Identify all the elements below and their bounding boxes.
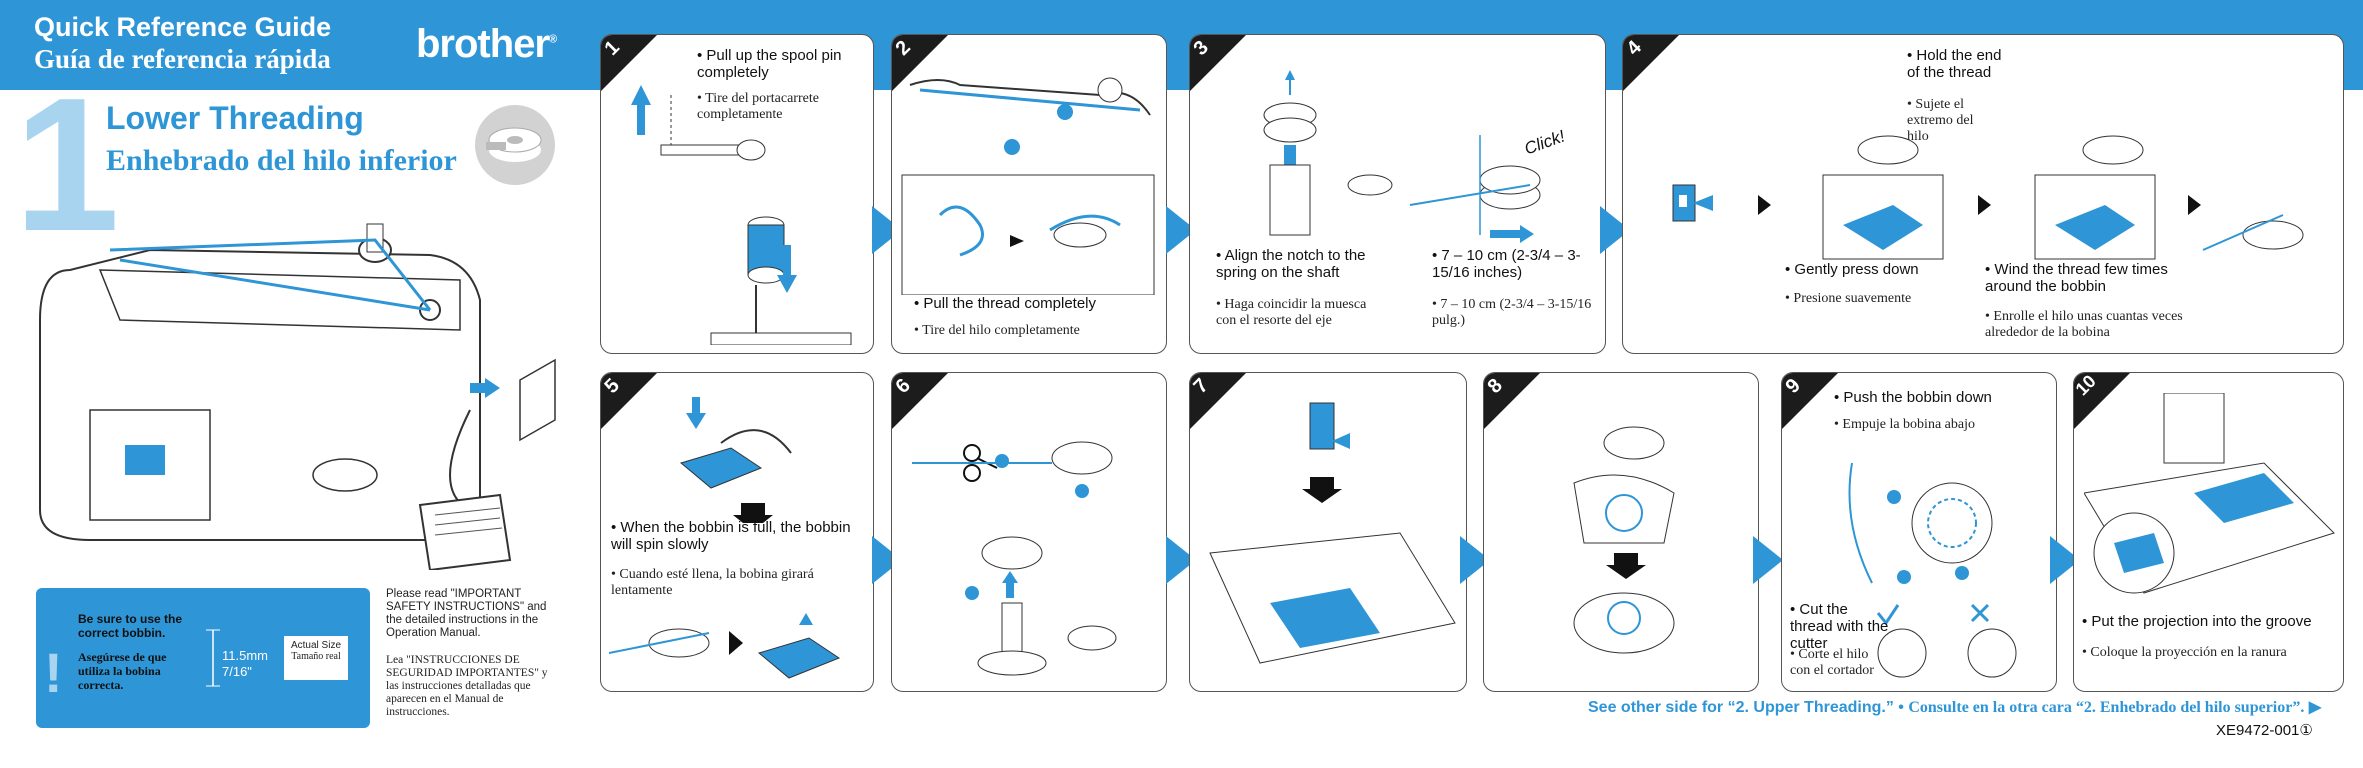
step2-text-en: Pull the thread completely <box>914 295 1154 312</box>
bobbin-winding-illustration <box>1672 135 2304 260</box>
step-panel-4: 4 Hold the end of the thread Sujete el e… <box>1622 34 2344 354</box>
step3-length-es: 7 – 10 cm (2-3/4 – 3-15/16 pulg.) <box>1432 297 1592 329</box>
title-english: Quick Reference Guide <box>34 12 332 42</box>
warning-spanish: Asegúrese de que utiliza la bobina corre… <box>78 650 167 692</box>
bobbin-cover-illustration <box>2084 393 2335 594</box>
step-panel-10: 10 Put the projection into the groove Co… <box>2073 372 2344 692</box>
document-code: XE9472-001① <box>2216 722 2313 739</box>
step4-hold-en: Hold the end of the thread <box>1907 47 2007 81</box>
read-instructions-spanish: Lea "INSTRUCCIONES DE SEGURIDAD IMPORTAN… <box>386 654 548 718</box>
title-spanish: Guía de referencia rápida <box>34 44 331 74</box>
step9-push-en: Push the bobbin down <box>1834 389 2044 406</box>
bobbin-warning-box: ! Be sure to use the correct bobbin. Ase… <box>36 588 370 728</box>
section-title-english: Lower Threading <box>106 100 364 136</box>
section-title-spanish: Enhebrado del hilo inferior <box>106 144 457 177</box>
dimension-bracket-icon <box>206 629 220 687</box>
step4-wind-es: Enrolle el hilo unas cuantas veces alred… <box>1985 309 2205 341</box>
step5-text-en: When the bobbin is full, the bobbin will… <box>611 519 867 553</box>
step4-press-es: Presione suavemente <box>1785 291 1955 307</box>
bobbin-size-mm: 11.5mm <box>222 648 268 663</box>
step10-text-es: Coloque la proyección en la ranura <box>2082 645 2342 661</box>
step4-hold-es: Sujete el extremo del hilo <box>1907 97 1997 145</box>
bobbin-insert-illustration <box>1573 426 1675 654</box>
step-panel-7: 7 <box>1189 372 1467 692</box>
bobbin-full-illustration <box>609 613 841 679</box>
step2-text-es: Tire del hilo completamente <box>914 323 1154 339</box>
bobbin-cutter-illustration <box>1848 462 2017 678</box>
bobbin-size-in: 7/16" <box>222 664 252 679</box>
step-panel-2: 2 Pull the thread completely Tire del hi… <box>891 34 1167 354</box>
step-panel-3: 3 Click! Align the notch to the spring o… <box>1189 34 1606 354</box>
step-panel-9: 9 Push the bobbin down Empuje la bobina … <box>1781 372 2057 692</box>
step4-wind-en: Wind the thread few times around the bob… <box>1985 261 2185 295</box>
step3-length-en: 7 – 10 cm (2-3/4 – 3-15/16 inches) <box>1432 247 1592 281</box>
triangle-right-icon: ▶ <box>2308 699 2322 716</box>
cut-thread-illustration <box>912 441 1117 676</box>
step4-press-en: Gently press down <box>1785 261 1955 278</box>
step3-text-es: Haga coincidir la muesca con el resorte … <box>1216 297 1386 329</box>
step9-cut-en: Cut the thread with the cutter <box>1790 601 1890 652</box>
foot-pedal-illustration <box>679 397 792 523</box>
step3-text-en: Align the notch to the spring on the sha… <box>1216 247 1386 281</box>
step-panel-6: 6 <box>891 372 1167 692</box>
section-number: 1 <box>14 59 120 271</box>
bobbin-shaft-illustration <box>1263 70 1541 243</box>
step9-cut-es: Corte el hilo con el cortador <box>1790 647 1890 679</box>
thread-guide-illustration <box>901 77 1155 295</box>
warning-icon: ! <box>44 641 63 704</box>
brand-logo: brother® <box>416 22 557 66</box>
step-panel-8: 8 <box>1483 372 1759 692</box>
read-instructions-english: Please read "IMPORTANT SAFETY INSTRUCTIO… <box>386 588 547 639</box>
step-panel-5: 5 When the bobbin is full, the bobbin wi… <box>600 372 874 692</box>
spool-pin-illustration <box>631 85 852 345</box>
see-other-side-note: See other side for “2. Upper Threading.”… <box>1588 699 2322 716</box>
sewing-machine-illustration <box>39 223 556 570</box>
step9-push-es: Empuje la bobina abajo <box>1834 417 2044 433</box>
warning-english: Be sure to use the correct bobbin. <box>78 612 183 640</box>
next-arrow-icon <box>1753 536 1783 584</box>
step1-text-es: Tire del portacarrete completamente <box>697 91 867 123</box>
step10-text-en: Put the projection into the groove <box>2082 613 2342 630</box>
step5-text-es: Cuando esté llena, la bobina girará lent… <box>611 567 867 599</box>
actual-size-bobbin: Actual Size Tamaño real <box>284 636 348 680</box>
step1-text-en: Pull up the spool pin completely <box>697 47 867 81</box>
needle-plate-illustration <box>1209 402 1456 664</box>
bobbin-icon <box>475 105 555 185</box>
step-panel-1: 1 Pull up the spool pin completely Tire … <box>600 34 874 354</box>
